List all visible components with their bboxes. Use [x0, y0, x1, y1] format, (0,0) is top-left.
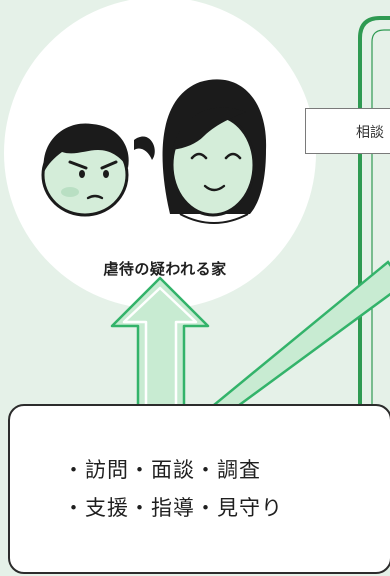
home-label: 虐待の疑われる家 [103, 260, 227, 278]
consultation-label: 相談 [305, 108, 390, 154]
actions-box [8, 404, 390, 574]
home-circle [4, 0, 316, 309]
woman-mother-icon [162, 79, 267, 224]
girl-child-icon [41, 123, 155, 217]
agency-frame [358, 16, 390, 410]
actions-line-1: ・訪問・面談・調査 [63, 458, 261, 482]
actions-line-2: ・支援・指導・見守り [63, 496, 283, 520]
